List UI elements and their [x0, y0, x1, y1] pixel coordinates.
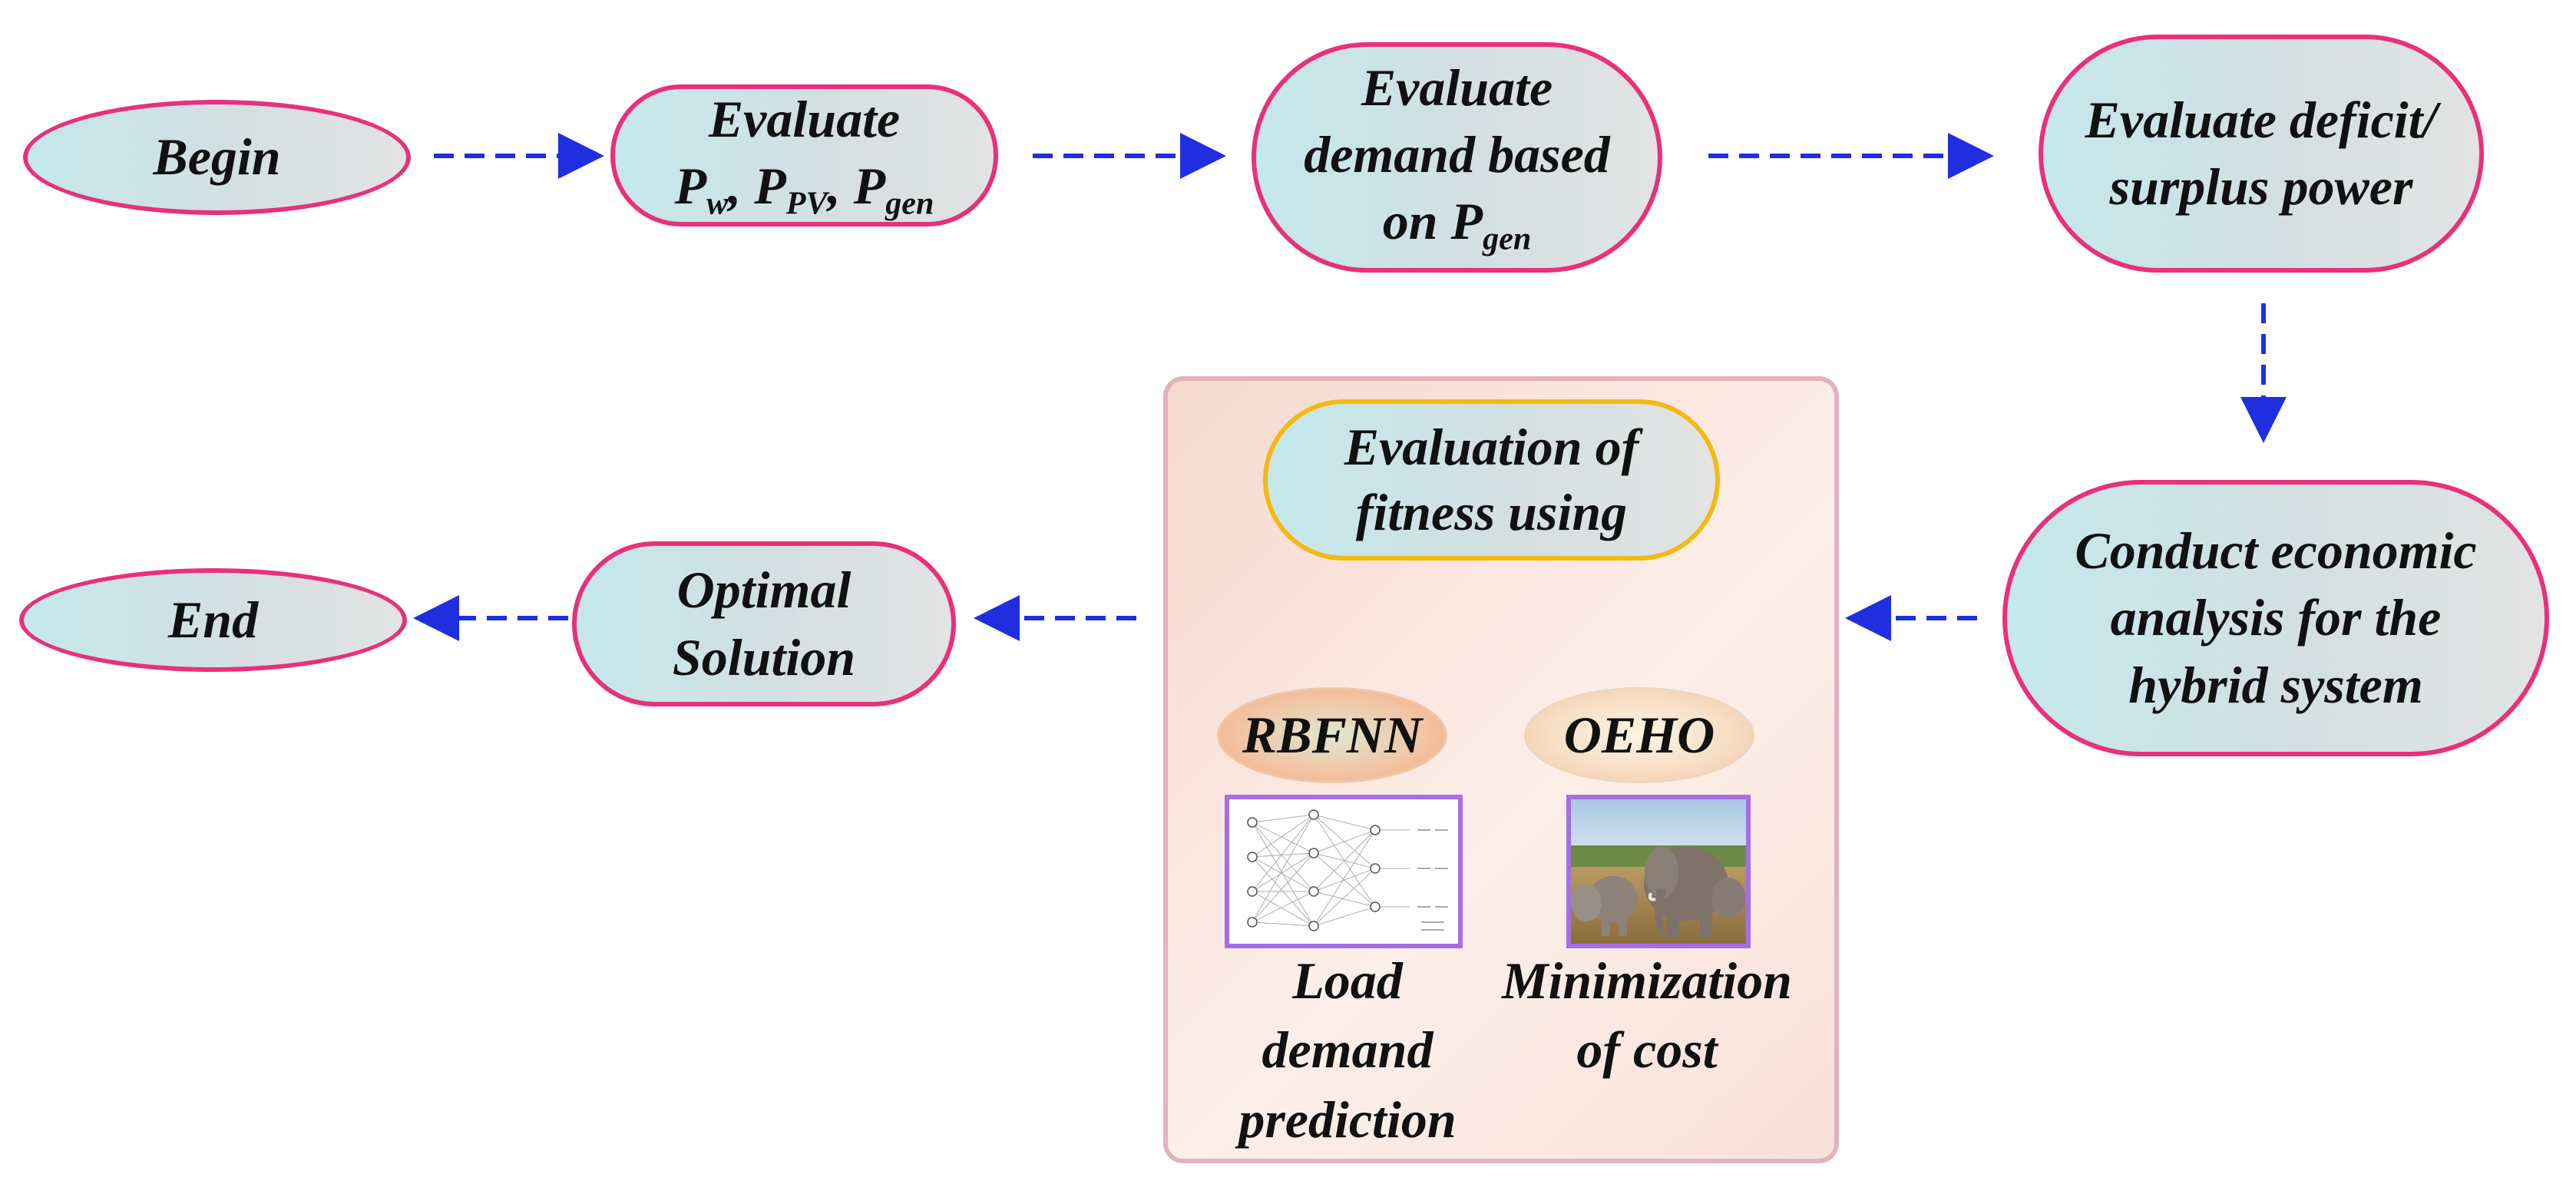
oeho-label: OEHO	[1563, 706, 1715, 764]
evaluate-demand-line3: on Pgen	[1382, 192, 1532, 257]
cost-caption-line2: of cost	[1576, 1020, 1718, 1080]
fitness-evaluation-node: Evaluation of fitness using	[1263, 399, 1720, 561]
cost-minimization-caption: Minimization of cost	[1474, 946, 1820, 1085]
evaluate-demand-node: Evaluate demand based on Pgen	[1252, 42, 1662, 273]
rbfnn-label: RBFNN	[1242, 706, 1423, 764]
deficit-surplus-line2: surplus power	[2109, 157, 2413, 216]
begin-node: Begin	[23, 100, 411, 215]
fitness-line1: Evaluation of	[1344, 418, 1639, 476]
optimal-solution-node: Optimal Solution	[572, 541, 956, 706]
economic-analysis-line1: Conduct economic	[2075, 521, 2477, 580]
load-caption-line3: prediction	[1238, 1090, 1457, 1149]
load-demand-caption: Load demand prediction	[1198, 946, 1497, 1154]
evaluate-power-title: Evaluate	[708, 90, 901, 149]
deficit-surplus-node: Evaluate deficit/ surplus power	[2039, 35, 2484, 273]
begin-label: Begin	[153, 127, 281, 187]
elephant-herd-photo-icon	[1566, 795, 1751, 948]
power-variables: Pw, PPV, Pgen	[674, 157, 934, 222]
end-label: End	[167, 590, 259, 649]
economic-analysis-line3: hybrid system	[2128, 655, 2423, 714]
load-caption-line2: demand	[1262, 1020, 1433, 1080]
fitness-line2: fitness using	[1355, 483, 1628, 541]
optimal-solution-line2: Solution	[672, 627, 856, 686]
evaluate-demand-line1: Evaluate	[1361, 58, 1553, 117]
economic-analysis-line2: analysis for the	[2110, 588, 2442, 647]
end-node: End	[19, 568, 407, 672]
rbfnn-node: RBFNN	[1217, 687, 1447, 783]
deficit-surplus-line1: Evaluate deficit/	[2085, 90, 2438, 149]
load-caption-line1: Load	[1292, 951, 1403, 1010]
evaluate-demand-line2: demand based	[1304, 125, 1610, 184]
neural-network-diagram-icon	[1225, 795, 1463, 948]
cost-caption-line1: Minimization	[1502, 951, 1792, 1010]
oeho-node: OEHO	[1524, 687, 1754, 783]
optimal-solution-line1: Optimal	[676, 561, 852, 620]
economic-analysis-node: Conduct economic analysis for the hybrid…	[2002, 480, 2549, 756]
evaluate-power-node: Evaluate Pw, PPV, Pgen	[610, 84, 998, 227]
